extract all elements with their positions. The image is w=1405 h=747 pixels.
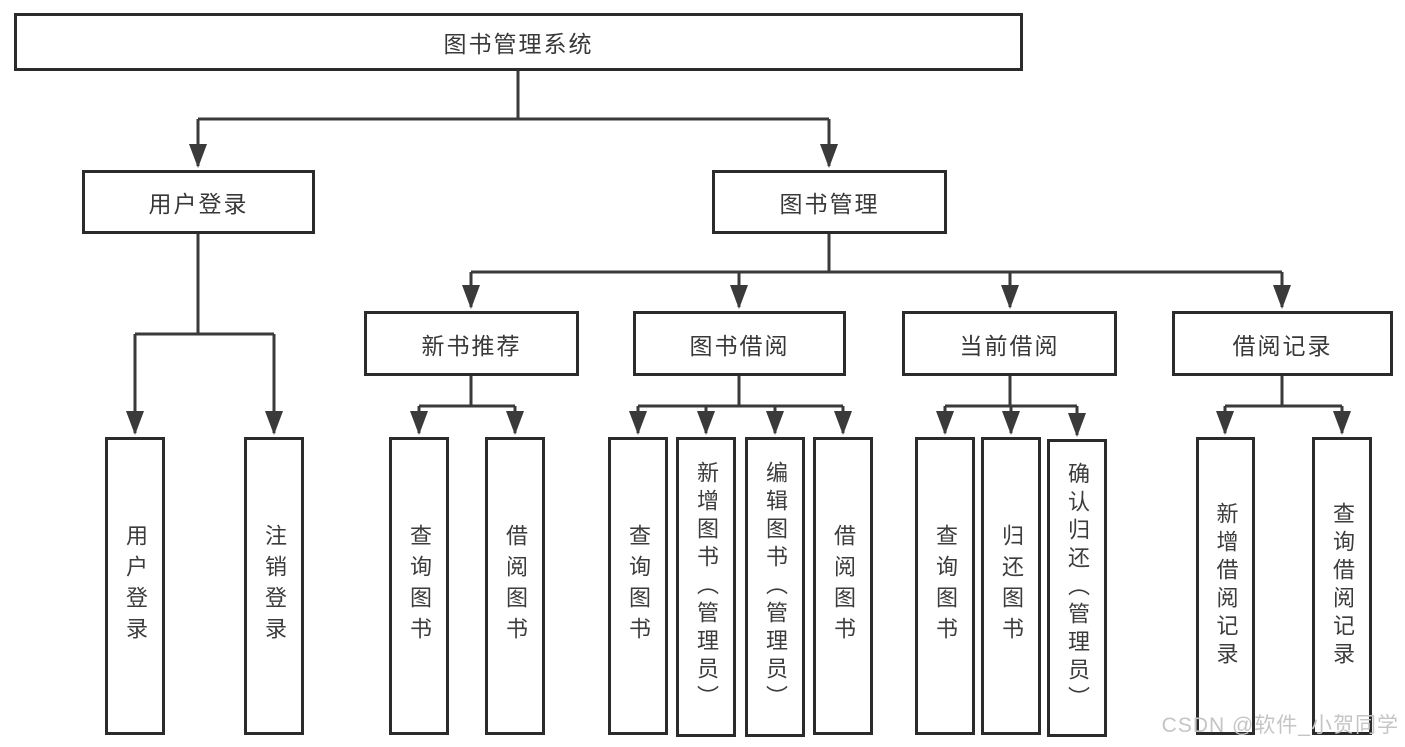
node-label: 新增图书（管理员） [694, 461, 719, 713]
node-label: 注销登录 [262, 524, 287, 648]
node-label: 图书管理系统 [443, 31, 594, 57]
csdn-watermark: CSDN @软件_小贺同学 [1161, 714, 1399, 737]
node-label: 确认归还（管理员） [1065, 462, 1090, 714]
connector-current-borrow-to-leaves [936, 376, 1086, 437]
node-library-system-root: 图书管理系统 [14, 13, 1023, 71]
node-leaf-user-login: 用户登录 [105, 437, 165, 735]
node-leaf-confirm-return-admin: 确认归还（管理员） [1047, 439, 1107, 737]
node-label: 借阅记录 [1232, 332, 1333, 359]
node-label: 借阅图书 [503, 524, 528, 648]
node-label: 归还图书 [999, 524, 1024, 648]
node-leaf-logout: 注销登录 [244, 437, 304, 735]
node-label: 借阅图书 [831, 524, 856, 648]
node-user-login: 用户登录 [82, 170, 315, 234]
node-label: 用户登录 [148, 191, 249, 217]
node-label: 图书管理 [779, 191, 880, 217]
node-book-management: 图书管理 [712, 170, 947, 234]
node-label: 查询图书 [407, 524, 432, 648]
connector-user-login-to-leaves [126, 234, 283, 435]
node-label: 编辑图书（管理员） [763, 461, 788, 713]
node-label: 查询借阅记录 [1330, 502, 1355, 670]
node-label: 图书借阅 [689, 332, 790, 359]
node-leaf-return-books: 归还图书 [981, 437, 1041, 735]
connector-root-to-level2 [189, 71, 838, 168]
node-borrow-records: 借阅记录 [1172, 311, 1393, 376]
node-leaf-borrow-books: 借阅图书 [485, 437, 545, 735]
node-leaf-add-borrow-record: 新增借阅记录 [1196, 437, 1255, 735]
node-label: 新书推荐 [421, 332, 522, 359]
node-leaf-query-books: 查询图书 [389, 437, 449, 735]
node-label: 新增借阅记录 [1213, 502, 1239, 670]
node-leaf-query-books: 查询图书 [915, 437, 975, 735]
node-new-book-recommend: 新书推荐 [364, 311, 579, 376]
connector-book-mgmt-to-level3 [462, 234, 1291, 309]
node-label: 查询图书 [626, 524, 651, 648]
connector-borrow-records-to-leaves [1216, 376, 1351, 435]
node-label: 查询图书 [933, 524, 958, 648]
node-leaf-query-books: 查询图书 [608, 437, 668, 735]
connector-book-borrow-to-leaves [629, 376, 852, 435]
node-leaf-add-books-admin: 新增图书（管理员） [676, 437, 736, 737]
node-label: 用户登录 [123, 524, 148, 648]
node-book-borrow: 图书借阅 [633, 311, 846, 376]
node-leaf-edit-books-admin: 编辑图书（管理员） [745, 437, 805, 737]
node-current-borrow: 当前借阅 [902, 311, 1117, 376]
node-leaf-borrow-books: 借阅图书 [813, 437, 873, 735]
node-leaf-query-borrow-record: 查询借阅记录 [1312, 437, 1372, 735]
connector-new-book-to-leaves [410, 376, 524, 435]
node-label: 当前借阅 [959, 332, 1060, 359]
